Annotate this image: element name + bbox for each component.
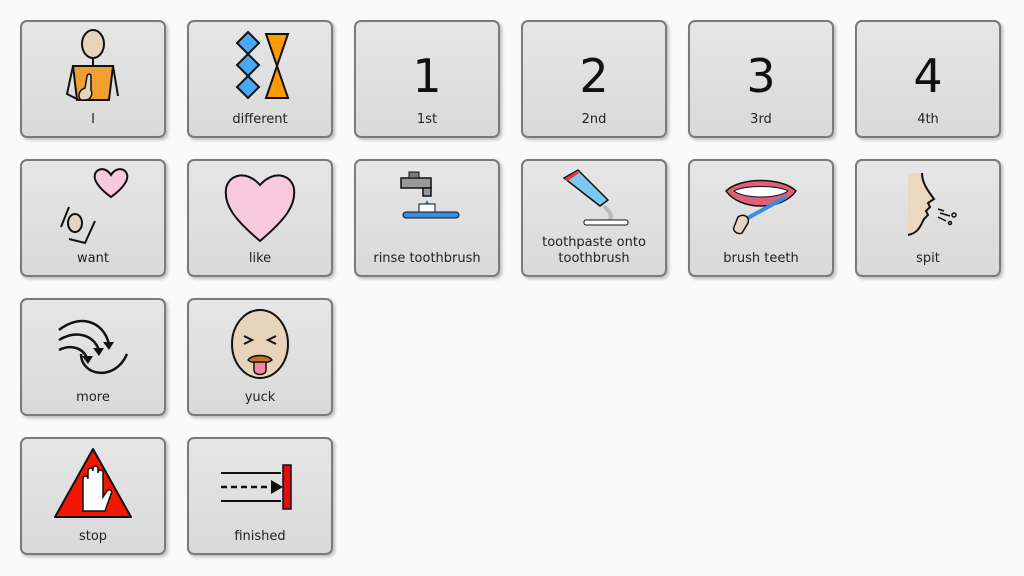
tile-finished[interactable]: finished xyxy=(187,437,333,555)
tile-label: I xyxy=(91,112,95,127)
tile-different[interactable]: different xyxy=(187,20,333,138)
tile-stop[interactable]: stop xyxy=(20,437,166,555)
stop-hand-icon xyxy=(22,445,164,525)
tile-spit[interactable]: spit xyxy=(855,159,1001,277)
brush-teeth-icon xyxy=(690,167,832,247)
tile-yuck[interactable]: yuck xyxy=(187,298,333,416)
more-arrows-icon xyxy=(22,306,164,386)
want-icon xyxy=(22,167,164,247)
tile-label: brush teeth xyxy=(723,251,799,266)
tile-label: like xyxy=(248,251,272,266)
toothpaste-icon xyxy=(523,167,665,229)
tile-want[interactable]: want xyxy=(20,159,166,277)
heart-icon xyxy=(189,167,331,247)
tile-label: toothpaste onto toothbrush xyxy=(542,235,646,266)
yuck-face-icon xyxy=(189,306,331,386)
spit-icon xyxy=(857,167,999,247)
different-shapes-icon xyxy=(189,28,331,108)
tile-label: 1st xyxy=(416,112,438,127)
finished-arrow-icon xyxy=(189,445,331,525)
tile-1st[interactable]: 1 1st xyxy=(354,20,500,138)
tile-3rd[interactable]: 3 3rd xyxy=(688,20,834,138)
number-symbol: 4 xyxy=(913,49,943,103)
tile-label: more xyxy=(76,390,110,405)
number-symbol: 3 xyxy=(746,49,776,103)
tile-toothpaste-onto-toothbrush[interactable]: toothpaste onto toothbrush xyxy=(521,159,667,277)
tile-label: 4th xyxy=(917,112,939,127)
tile-label: yuck xyxy=(244,390,276,405)
number-symbol: 1 xyxy=(412,49,442,103)
tile-4th[interactable]: 4 4th xyxy=(855,20,1001,138)
number-symbol: 2 xyxy=(579,49,609,103)
tile-label: want xyxy=(77,251,109,266)
tile-label: 2nd xyxy=(581,112,607,127)
person-pointing-self-icon xyxy=(22,28,164,108)
tile-label: finished xyxy=(234,529,286,544)
tile-i[interactable]: I xyxy=(20,20,166,138)
tile-label: stop xyxy=(78,529,108,544)
tile-brush-teeth[interactable]: brush teeth xyxy=(688,159,834,277)
tile-like[interactable]: like xyxy=(187,159,333,277)
tap-toothbrush-icon xyxy=(356,167,498,229)
tile-label: 3rd xyxy=(750,112,772,127)
tile-rinse-toothbrush[interactable]: rinse toothbrush xyxy=(354,159,500,277)
tile-label: different xyxy=(232,112,288,127)
tile-more[interactable]: more xyxy=(20,298,166,416)
tile-label: spit xyxy=(916,251,940,266)
tile-2nd[interactable]: 2 2nd xyxy=(521,20,667,138)
tile-label: rinse toothbrush xyxy=(373,251,481,266)
